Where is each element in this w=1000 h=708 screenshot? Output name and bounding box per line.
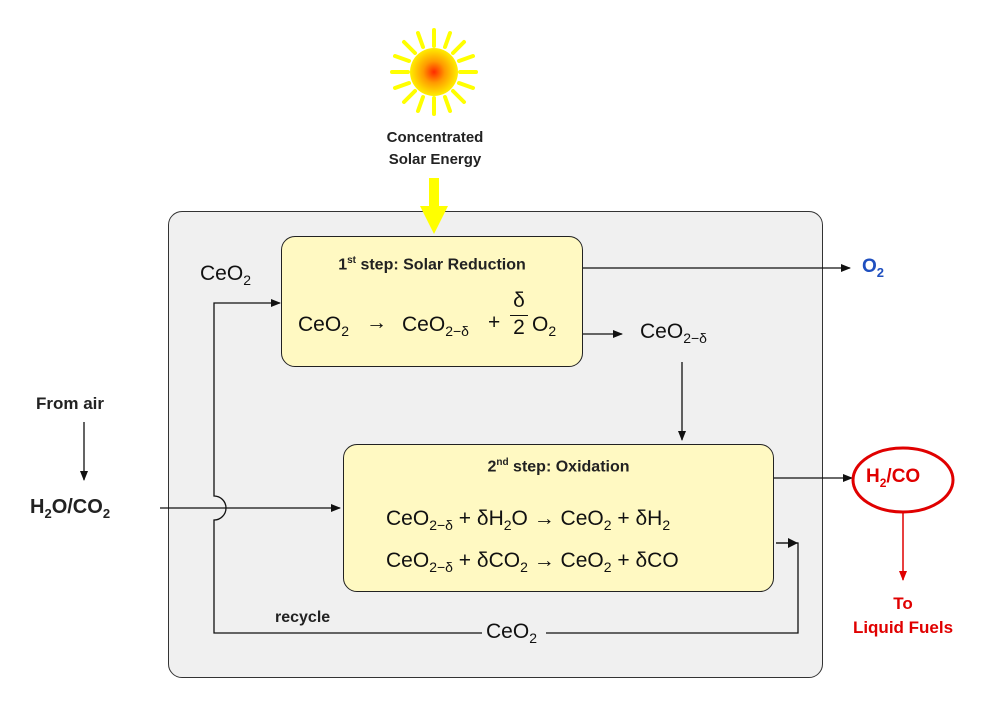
eq-plus: + (488, 311, 501, 334)
sun-icon (390, 28, 478, 116)
eq1-c-sub: 2 (603, 517, 612, 534)
eq1-a-sub: 2−δ (429, 517, 453, 534)
h2o-co2-label: H2O/CO2 (30, 496, 110, 521)
product-ellipse (851, 446, 955, 514)
h2co-text-b: /CO (886, 466, 921, 487)
h2-co-label: H2/CO (866, 466, 920, 490)
eq1-a: CeO (386, 507, 430, 530)
ceo2-recycle-text: CeO (486, 620, 530, 643)
h2o-text-b: O/CO (51, 496, 103, 518)
step2-box: 2nd step: Oxidation CeO2−δ + δH2O → CeO2… (343, 444, 774, 592)
step1-title: 1st step: Solar Reduction (282, 255, 582, 274)
eq-prod: CeO (402, 313, 446, 336)
solar-label-line1: Concentrated (386, 129, 484, 146)
o2-output-label: O2 (862, 256, 884, 280)
eq-arrow: → (366, 311, 387, 334)
step1-box: 1st step: Solar Reduction CeO2 → CeO2−δ … (281, 236, 583, 367)
eq2-a: CeO (386, 549, 430, 572)
eq2-b: + δCO (452, 549, 521, 572)
ceo2-in-sub: 2 (243, 272, 251, 289)
eq-o: O (532, 313, 549, 336)
recycle-label: recycle (275, 609, 331, 626)
step2-equation-1: CeO2−δ + δH2O → CeO2 + δH2 (386, 507, 670, 533)
eq1-d: + δH (611, 507, 663, 530)
step1-title-text: step: Solar Reduction (356, 256, 526, 274)
solar-energy-label: Concentrated Solar Energy (360, 127, 510, 171)
eq2-c-sub: 2 (603, 559, 612, 576)
step2-title-text: step: Oxidation (508, 458, 630, 476)
eq1-b-sub: 2 (503, 517, 512, 534)
eq-lhs: CeO (298, 313, 342, 336)
from-air-label: From air (36, 394, 105, 413)
eq2-a-sub: 2−δ (429, 559, 453, 576)
frac-den: 2 (510, 315, 528, 340)
step2-equation-2: CeO2−δ + δCO2 → CeO2 + δCO (386, 549, 679, 575)
eq-prod-sub: 2−δ (445, 323, 469, 340)
ceo2-delta-label: CeO2−δ (640, 320, 707, 346)
eq1-d-sub: 2 (662, 517, 671, 534)
h2o-text-a: H (30, 496, 45, 518)
step1-title-num: 1 (338, 256, 348, 274)
step2-title-sup: nd (496, 457, 509, 468)
eq2-c: → CeO (527, 549, 604, 572)
liquid-fuels-text: Liquid Fuels (852, 618, 954, 637)
eq-lhs-sub: 2 (341, 323, 349, 340)
to-text: To (893, 594, 913, 613)
step2-title-num: 2 (487, 458, 497, 476)
ceo2-input-label: CeO2 (200, 262, 251, 288)
eq2-d: + δCO (611, 549, 679, 572)
h2co-sub-a: 2 (879, 475, 887, 490)
eq-o-sub: 2 (548, 323, 557, 340)
h2o-sub-b: 2 (102, 506, 111, 521)
eq2-b-sub: 2 (520, 559, 528, 576)
eq1-c: O → CeO (511, 507, 604, 530)
solar-energy-arrow (420, 178, 448, 234)
frac-num: δ (513, 289, 525, 312)
h2co-text-a: H (866, 466, 880, 487)
ceo2-delta-sub: 2−δ (683, 330, 707, 347)
solar-label-line2: Solar Energy (388, 151, 482, 168)
step2-title: 2nd step: Oxidation (344, 457, 773, 476)
liquid-fuels-label: To Liquid Fuels (838, 592, 968, 640)
ceo2-recycle-label: CeO2 (484, 620, 539, 647)
o2-sub: 2 (876, 264, 885, 280)
step1-title-sup: st (347, 255, 356, 266)
ceo2-in-text: CeO (200, 262, 244, 285)
ceo2-delta-text: CeO (640, 320, 684, 343)
o2-text: O (862, 256, 877, 277)
h2o-sub-a: 2 (44, 506, 52, 521)
ceo2-recycle-sub: 2 (529, 630, 537, 647)
eq1-b: + δH (452, 507, 504, 530)
